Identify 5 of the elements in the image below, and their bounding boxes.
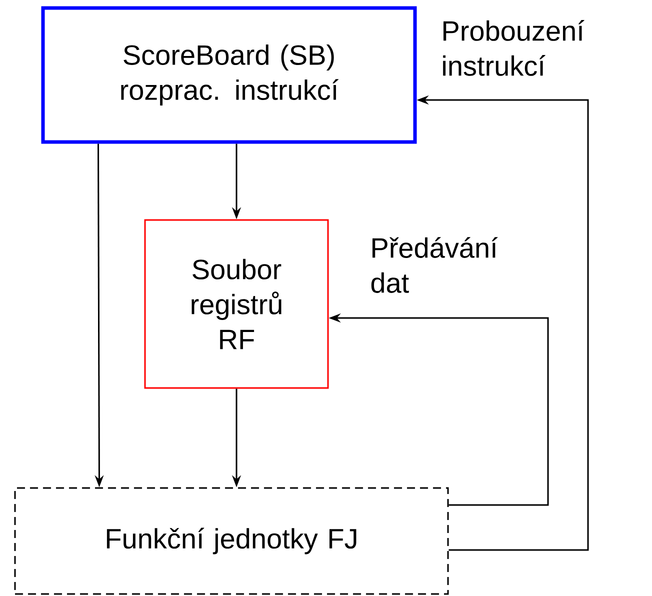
edge-label: Předávání dat [371,237,498,293]
dashed-box: Funkční jednotky FJ [14,487,449,595]
scoreboard-box: ScoreBoard (SB) rozprac. instrukcí [41,6,417,144]
edge-label: Probouzení instrukcí [443,20,584,76]
register-box: Soubor registrů RF [144,219,329,389]
